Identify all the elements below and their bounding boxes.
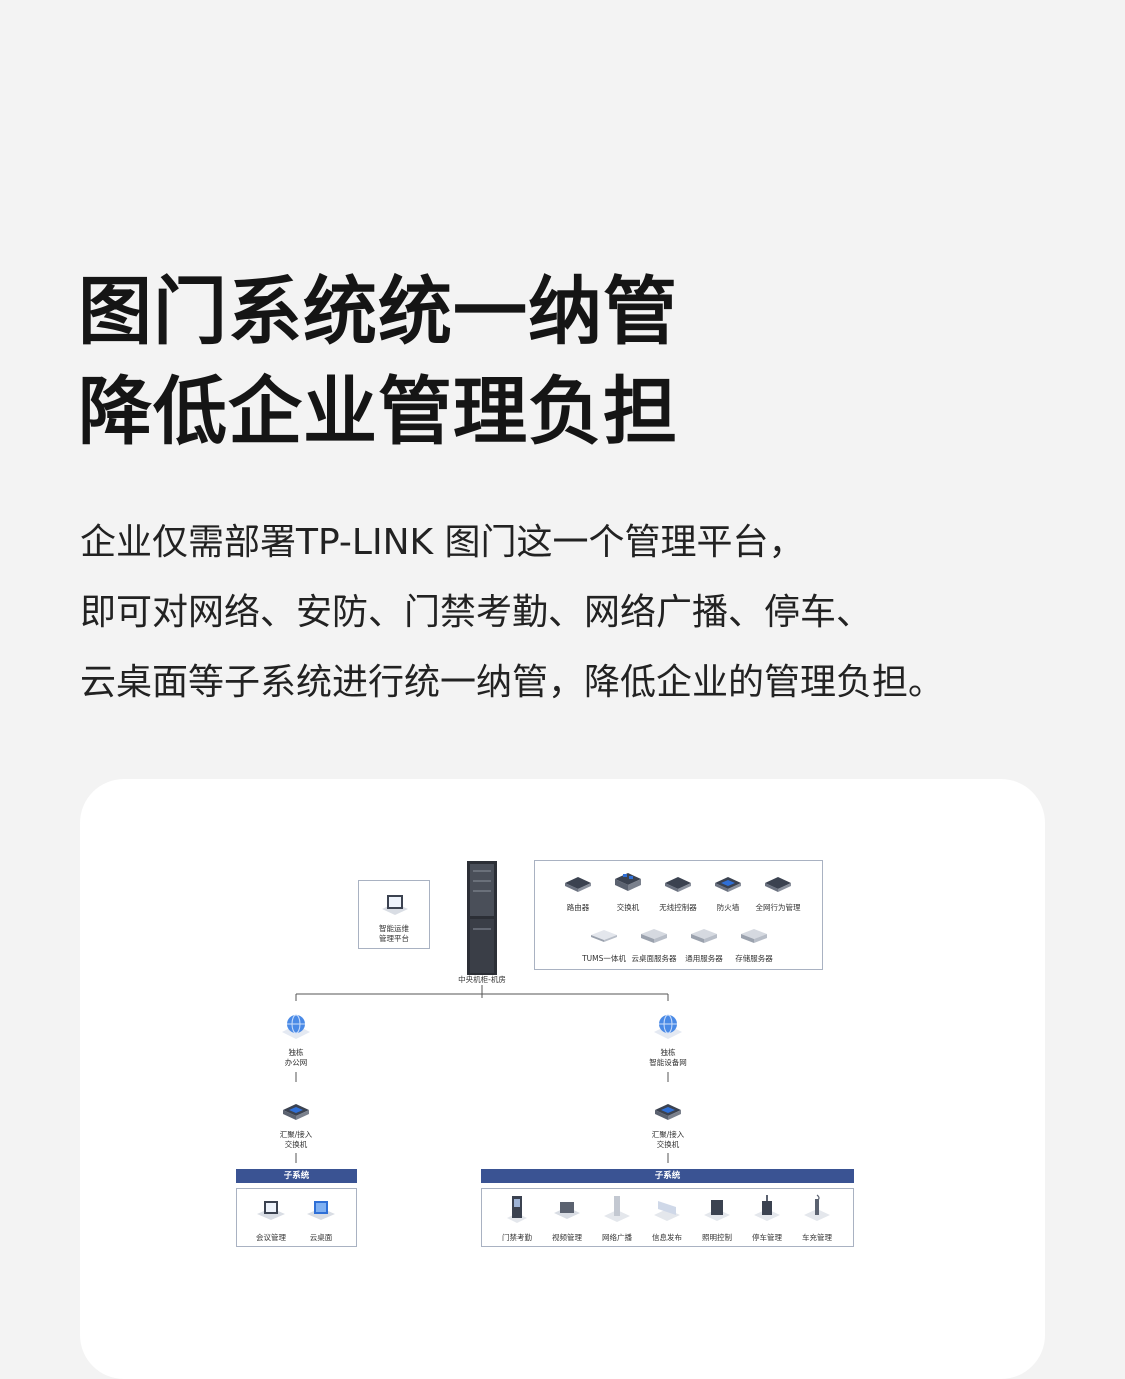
left-switch-label-1: 汇聚/接入	[279, 1130, 313, 1139]
cloud-desktop-server-icon	[641, 929, 667, 943]
firewall-icon	[715, 877, 741, 892]
video-management-icon	[554, 1202, 580, 1219]
parking-management-icon	[754, 1195, 780, 1221]
left-subsystem-label-1: 会议管理	[256, 1233, 286, 1242]
behavior-management-icon	[765, 877, 791, 892]
right-subsystem-label-3: 网络广播	[602, 1233, 632, 1242]
broadcast-speaker-icon	[604, 1196, 630, 1222]
core-label-storage-server: 存储服务器	[735, 954, 773, 963]
right-subsystem-label-2: 视频管理	[552, 1233, 582, 1242]
office-network-globe-icon	[282, 1014, 310, 1039]
right-network-label-1: 独栋	[660, 1048, 676, 1057]
description: 企业仅需部署TP-LINK 图门这一个管理平台， 即可对网络、安防、门禁考勤、网…	[80, 508, 1080, 718]
description-line-3: 云桌面等子系统进行统一纳管，降低企业的管理负担。	[80, 662, 945, 703]
left-access-switch-icon	[283, 1104, 309, 1120]
left-subsystem-box: 会议管理 云桌面	[236, 1188, 357, 1247]
wireless-controller-icon	[665, 877, 691, 892]
platform-box: 智能运维 管理平台	[358, 880, 430, 949]
core-label-wireless-controller: 无线控制器	[659, 903, 697, 912]
platform-label-1: 智能运维	[379, 924, 409, 933]
diagram-card: 智能运维 管理平台 中央机柜-机房 路由器 交换机 无线控制器	[80, 779, 1045, 1379]
right-subsystem-label-7: 车充管理	[802, 1233, 832, 1242]
right-switch-label-1: 汇聚/接入	[651, 1130, 685, 1139]
core-label-general-server: 通用服务器	[685, 954, 723, 963]
headline: 图门系统统一纳管 降低企业管理负担	[78, 262, 678, 462]
right-subsystem-title: 子系统	[481, 1169, 854, 1183]
right-subsystem-label-6: 停车管理	[752, 1233, 782, 1242]
tums-appliance-icon	[591, 930, 617, 942]
general-server-icon	[691, 929, 717, 943]
right-switch-label-2: 交换机	[656, 1140, 680, 1149]
topology-lines	[295, 985, 669, 1163]
cloud-desktop-laptop-icon	[307, 1201, 335, 1220]
right-subsystem-label-4: 信息发布	[652, 1233, 682, 1242]
device-network-globe-icon	[654, 1014, 682, 1039]
core-label-tums: TUMS一体机	[582, 954, 626, 963]
platform-label-2: 管理平台	[379, 934, 409, 943]
access-control-terminal-icon	[507, 1196, 527, 1223]
left-switch-label-2: 交换机	[284, 1140, 308, 1149]
headline-line-1: 图门系统统一纳管	[78, 269, 678, 355]
router-icon	[565, 877, 591, 892]
right-subsystem-box: 门禁考勤 视频管理 网络广播 信息发布 照明控制 停车管理 车充管理	[481, 1188, 854, 1247]
info-display-icon	[654, 1201, 680, 1221]
core-label-behavior-management: 全网行为管理	[755, 903, 801, 912]
core-label-cloud-desktop-server: 云桌面服务器	[631, 954, 677, 963]
right-network-label-2: 智能设备网	[649, 1058, 687, 1067]
storage-server-icon	[741, 929, 767, 943]
core-label-firewall: 防火墙	[716, 903, 740, 912]
left-network-label-1: 独栋	[288, 1048, 304, 1057]
core-label-switch: 交换机	[616, 903, 640, 912]
left-subsystem-label-2: 云桌面	[309, 1233, 333, 1242]
right-subsystem-label-5: 照明控制	[702, 1233, 732, 1242]
description-line-2: 即可对网络、安防、门禁考勤、网络广播、停车、	[80, 592, 873, 633]
server-rack-icon	[467, 861, 497, 975]
core-label-router: 路由器	[566, 903, 590, 912]
left-subsystem-title: 子系统	[236, 1169, 357, 1183]
lighting-control-icon	[704, 1200, 730, 1221]
switch-icon	[615, 873, 641, 891]
rack-label: 中央机柜-机房	[458, 975, 506, 984]
right-subsystem-label-1: 门禁考勤	[502, 1233, 532, 1242]
laptop-icon	[382, 895, 408, 915]
meeting-laptop-icon	[257, 1201, 285, 1220]
ev-charging-icon	[804, 1194, 830, 1221]
right-access-switch-icon	[655, 1104, 681, 1120]
left-network-label-2: 办公网	[284, 1058, 308, 1067]
core-devices-box: 路由器 交换机 无线控制器 防火墙 全网行为管理 TUMS一体机 云桌面服务器 …	[534, 860, 823, 970]
description-line-1: 企业仅需部署TP-LINK 图门这一个管理平台，	[80, 522, 805, 563]
headline-line-2: 降低企业管理负担	[78, 369, 678, 455]
